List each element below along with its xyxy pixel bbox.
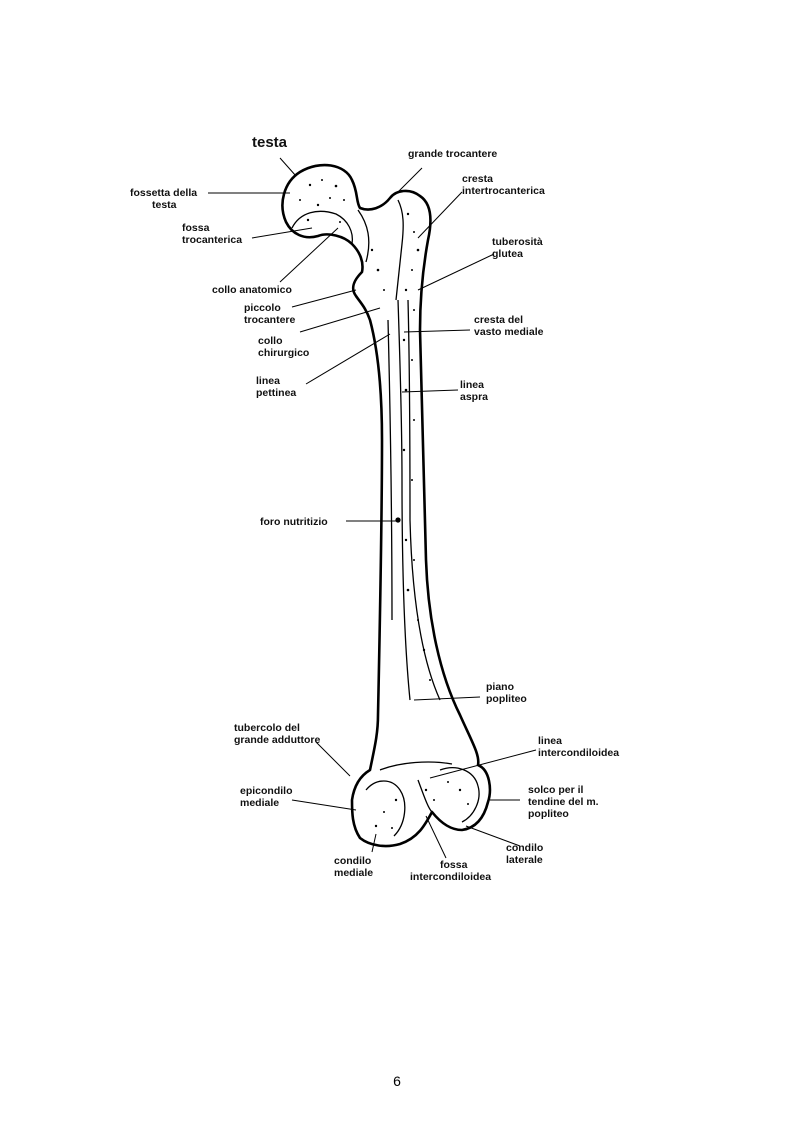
label-solco-line3: popliteo <box>528 808 569 820</box>
label-cresta-intertrocanterica-line2: intertrocanterica <box>462 185 545 197</box>
label-fossetta-line1: fossetta della <box>130 187 197 199</box>
label-linea-intercondiloidea-line1: linea <box>538 735 562 747</box>
label-collo-anatomico: collo anatomico <box>212 284 292 296</box>
label-condilo-laterale-line1: condilo <box>506 842 543 854</box>
label-solco-line1: solco per il <box>528 784 584 796</box>
label-tubercolo-line1: tubercolo del <box>234 722 300 734</box>
label-condilo-mediale-line2: mediale <box>334 867 373 879</box>
label-linea-pettinea-line2: pettinea <box>256 387 296 399</box>
label-collo-chirurgico-line2: chirurgico <box>258 347 309 359</box>
label-fossa-trocanterica-line1: fossa <box>182 222 210 234</box>
label-cresta-vasto-line2: vasto mediale <box>474 326 544 338</box>
label-piano-popliteo-line2: popliteo <box>486 693 527 705</box>
label-collo-chirurgico-line1: collo <box>258 335 283 347</box>
label-grande-trocantere: grande trocantere <box>408 148 497 160</box>
page-number: 6 <box>393 1073 401 1089</box>
labels: testa fossetta della testa fossa trocant… <box>130 134 619 883</box>
label-linea-aspra-line2: aspra <box>460 391 488 403</box>
label-linea-pettinea-line1: linea <box>256 375 280 387</box>
label-fossa-intercondiloidea-line2: intercondiloidea <box>410 871 491 883</box>
label-fossa-trocanterica-line2: trocanterica <box>182 234 242 246</box>
label-linea-intercondiloidea-line2: intercondiloidea <box>538 747 619 759</box>
label-epicondilo-line2: mediale <box>240 797 279 809</box>
label-linea-aspra-line1: linea <box>460 379 484 391</box>
label-epicondilo-line1: epicondilo <box>240 785 293 797</box>
label-fossetta-line2: testa <box>152 199 177 211</box>
bone-texture <box>299 179 469 829</box>
label-foro-nutritizio: foro nutritizio <box>260 516 328 528</box>
label-testa: testa <box>252 134 288 151</box>
label-tubercolo-line2: grande adduttore <box>234 734 320 746</box>
label-piccolo-trocantere-line2: trocantere <box>244 314 296 326</box>
femur-bone <box>281 163 492 848</box>
label-tuberosita-glutea-line1: tuberosità <box>492 236 543 248</box>
label-tuberosita-glutea-line2: glutea <box>492 248 523 260</box>
label-cresta-vasto-line1: cresta del <box>474 314 523 326</box>
label-piccolo-trocantere-line1: piccolo <box>244 302 281 314</box>
label-condilo-laterale-line2: laterale <box>506 854 543 866</box>
label-cresta-intertrocanterica-line1: cresta <box>462 173 493 185</box>
label-piano-popliteo-line1: piano <box>486 681 514 693</box>
label-condilo-mediale-line1: condilo <box>334 855 371 867</box>
label-fossa-intercondiloidea-line1: fossa <box>440 859 468 871</box>
leader-lines <box>208 157 537 859</box>
label-solco-line2: tendine del m. <box>528 796 599 808</box>
